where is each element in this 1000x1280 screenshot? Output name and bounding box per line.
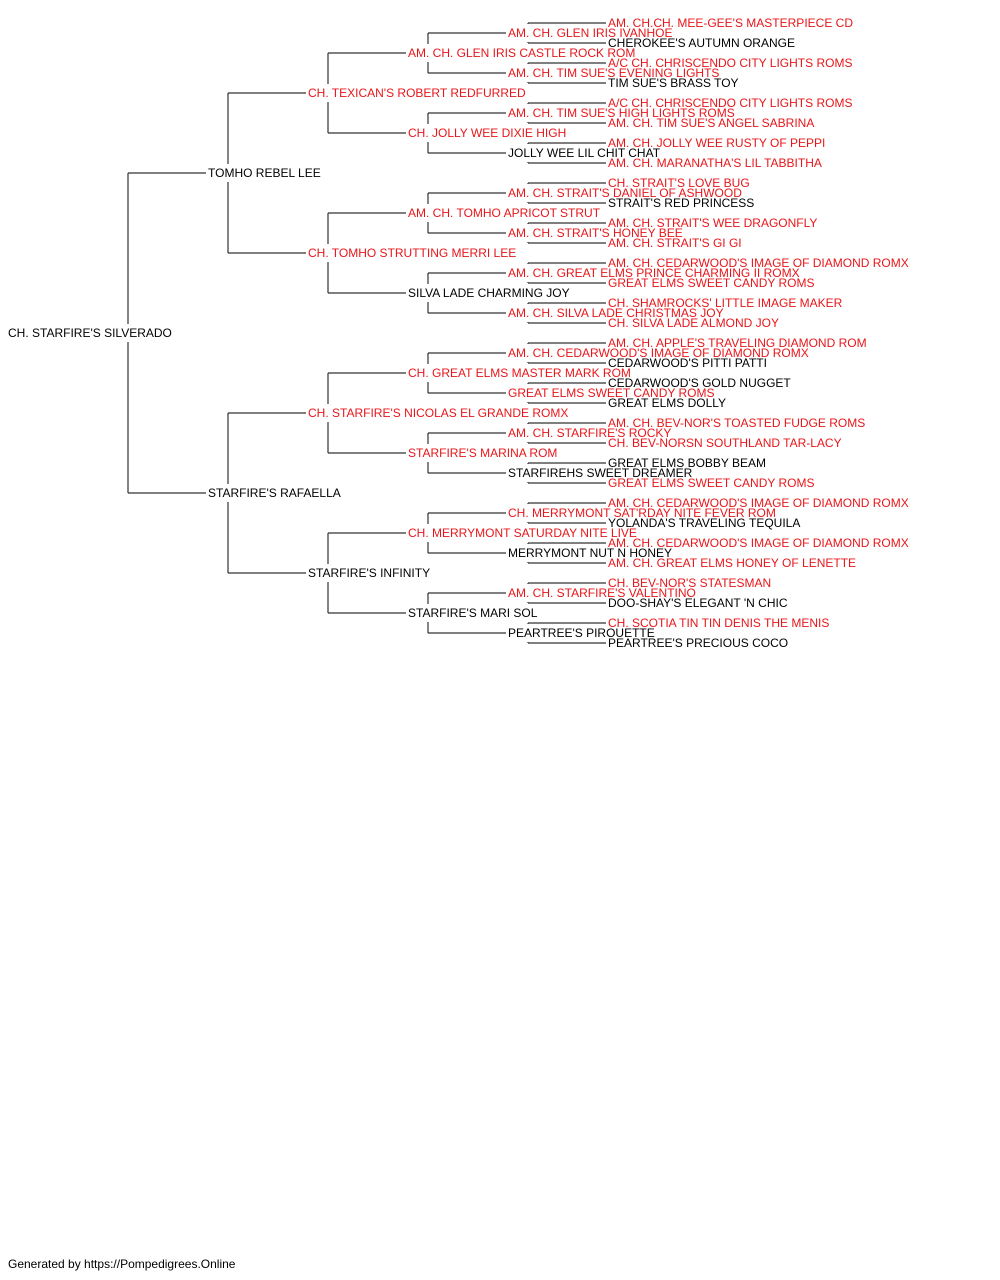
- ancestor-name: AM. CH. APPLE'S TRAVELING DIAMOND ROM: [608, 336, 867, 350]
- ancestor-name: STARFIRE'S INFINITY: [308, 566, 430, 580]
- ancestor-name: STARFIRE'S MARI SOL: [408, 606, 538, 620]
- ancestor-name: AM. CH.CH. MEE-GEE'S MASTERPIECE CD: [608, 16, 853, 30]
- ancestor-name: CH. STARFIRE'S NICOLAS EL GRANDE ROMX: [308, 406, 568, 420]
- ancestor-name: AM. CH. STARFIRE'S VALENTINO: [508, 586, 696, 600]
- ancestor-name: STARFIRE'S MARINA ROM: [408, 446, 557, 460]
- ancestor-name: AM. CH. BEV-NOR'S TOASTED FUDGE ROMS: [608, 416, 865, 430]
- ancestor-name: AM. CH. GLEN IRIS CASTLE ROCK ROM: [408, 46, 635, 60]
- ancestor-name: AM. CH. STRAIT'S HONEY BEE: [508, 226, 683, 240]
- ancestor-name: CHEROKEE'S AUTUMN ORANGE: [608, 36, 795, 50]
- ancestor-name: CEDARWOOD'S PITTI PATTI: [608, 356, 767, 370]
- ancestor-name: CH. MERRYMONT SAT'RDAY NITE FEVER ROM: [508, 506, 776, 520]
- ancestor-name: CH. BEV-NORSN SOUTHLAND TAR-LACY: [608, 436, 842, 450]
- ancestor-name: CEDARWOOD'S GOLD NUGGET: [608, 376, 791, 390]
- ancestor-name: TIM SUE'S BRASS TOY: [608, 76, 739, 90]
- ancestor-name: AM. CH. STRAIT'S WEE DRAGONFLY: [608, 216, 817, 230]
- ancestor-name: AM. CH. STARFIRE'S ROCKY: [508, 426, 671, 440]
- ancestor-name: AM. CH. TOMHO APRICOT STRUT: [408, 206, 601, 220]
- ancestor-name: CH. JOLLY WEE DIXIE HIGH: [408, 126, 566, 140]
- ancestor-name: AM. CH. GREAT ELMS PRINCE CHARMING II RO…: [508, 266, 800, 280]
- subject-dog-name: CH. STARFIRE'S SILVERADO: [8, 326, 172, 340]
- ancestor-name: PEARTREE'S PIROUETTE: [508, 626, 655, 640]
- ancestor-name: A/C CH. CHRISCENDO CITY LIGHTS ROMS: [608, 56, 852, 70]
- ancestor-name: AM. CH. GLEN IRIS IVANHOE: [508, 26, 672, 40]
- ancestor-name: AM. CH. MARANATHA'S LIL TABBITHA: [608, 156, 822, 170]
- ancestor-name: TOMHO REBEL LEE: [208, 166, 321, 180]
- ancestor-name: CH. SHAMROCKS' LITTLE IMAGE MAKER: [608, 296, 843, 310]
- ancestor-name: AM. CH. CEDARWOOD'S IMAGE OF DIAMOND ROM…: [608, 536, 909, 550]
- ancestor-name: CH. TOMHO STRUTTING MERRI LEE: [308, 246, 516, 260]
- ancestor-name: GREAT ELMS SWEET CANDY ROMS: [608, 276, 814, 290]
- ancestor-name: STARFIRE'S RAFAELLA: [208, 486, 341, 500]
- ancestor-name: AM. CH. JOLLY WEE RUSTY OF PEPPI: [608, 136, 825, 150]
- connector-lines: [127, 22, 606, 644]
- ancestor-name: AM. CH. CEDARWOOD'S IMAGE OF DIAMOND ROM…: [608, 256, 909, 270]
- ancestor-name: DOO-SHAY'S ELEGANT 'N CHIC: [608, 596, 788, 610]
- ancestor-name: STARFIREHS SWEET DREAMER: [508, 466, 693, 480]
- ancestor-name: AM. CH. STRAIT'S GI GI: [608, 236, 742, 250]
- ancestor-name: AM. CH. TIM SUE'S EVENING LIGHTS: [508, 66, 719, 80]
- ancestor-name: AM. CH. STRAIT'S DANIEL OF ASHWOOD: [508, 186, 742, 200]
- ancestor-name: CH. TEXICAN'S ROBERT REDFURRED: [308, 86, 526, 100]
- ancestor-name: GREAT ELMS BOBBY BEAM: [608, 456, 766, 470]
- generated-by-footer: Generated by https://Pompedigrees.Online: [8, 1257, 236, 1271]
- ancestor-name: AM. CH. TIM SUE'S HIGH LIGHTS ROMS: [508, 106, 735, 120]
- ancestor-name: GREAT ELMS SWEET CANDY ROMS: [508, 386, 714, 400]
- ancestor-name: A/C CH. CHRISCENDO CITY LIGHTS ROMS: [608, 96, 852, 110]
- ancestor-name: GREAT ELMS DOLLY: [608, 396, 726, 410]
- ancestor-name: CH. SCOTIA TIN TIN DENIS THE MENIS: [608, 616, 829, 630]
- ancestor-name: AM. CH. TIM SUE'S ANGEL SABRINA: [608, 116, 814, 130]
- ancestor-name: CH. SILVA LADE ALMOND JOY: [608, 316, 779, 330]
- ancestor-name: SILVA LADE CHARMING JOY: [408, 286, 570, 300]
- ancestor-name: YOLANDA'S TRAVELING TEQUILA: [608, 516, 800, 530]
- ancestor-name: AM. CH. GREAT ELMS HONEY OF LENETTE: [608, 556, 856, 570]
- ancestor-name: CH. MERRYMONT SATURDAY NITE LIVE: [408, 526, 637, 540]
- ancestor-name: JOLLY WEE LIL CHIT CHAT: [508, 146, 661, 160]
- ancestor-name: CH. GREAT ELMS MASTER MARK ROM: [408, 366, 631, 380]
- ancestor-name: AM. CH. CEDARWOOD'S IMAGE OF DIAMOND ROM…: [508, 346, 809, 360]
- ancestor-name: PEARTREE'S PRECIOUS COCO: [608, 636, 788, 650]
- ancestor-name: AM. CH. SILVA LADE CHRISTMAS JOY: [508, 306, 724, 320]
- ancestor-name: AM. CH. CEDARWOOD'S IMAGE OF DIAMOND ROM…: [608, 496, 909, 510]
- ancestor-name: CH. STRAIT'S LOVE BUG: [608, 176, 750, 190]
- ancestor-name: MERRYMONT NUT N HONEY: [508, 546, 672, 560]
- ancestor-name: STRAIT'S RED PRINCESS: [608, 196, 754, 210]
- ancestor-name: GREAT ELMS SWEET CANDY ROMS: [608, 476, 814, 490]
- ancestor-name: CH. BEV-NOR'S STATESMAN: [608, 576, 771, 590]
